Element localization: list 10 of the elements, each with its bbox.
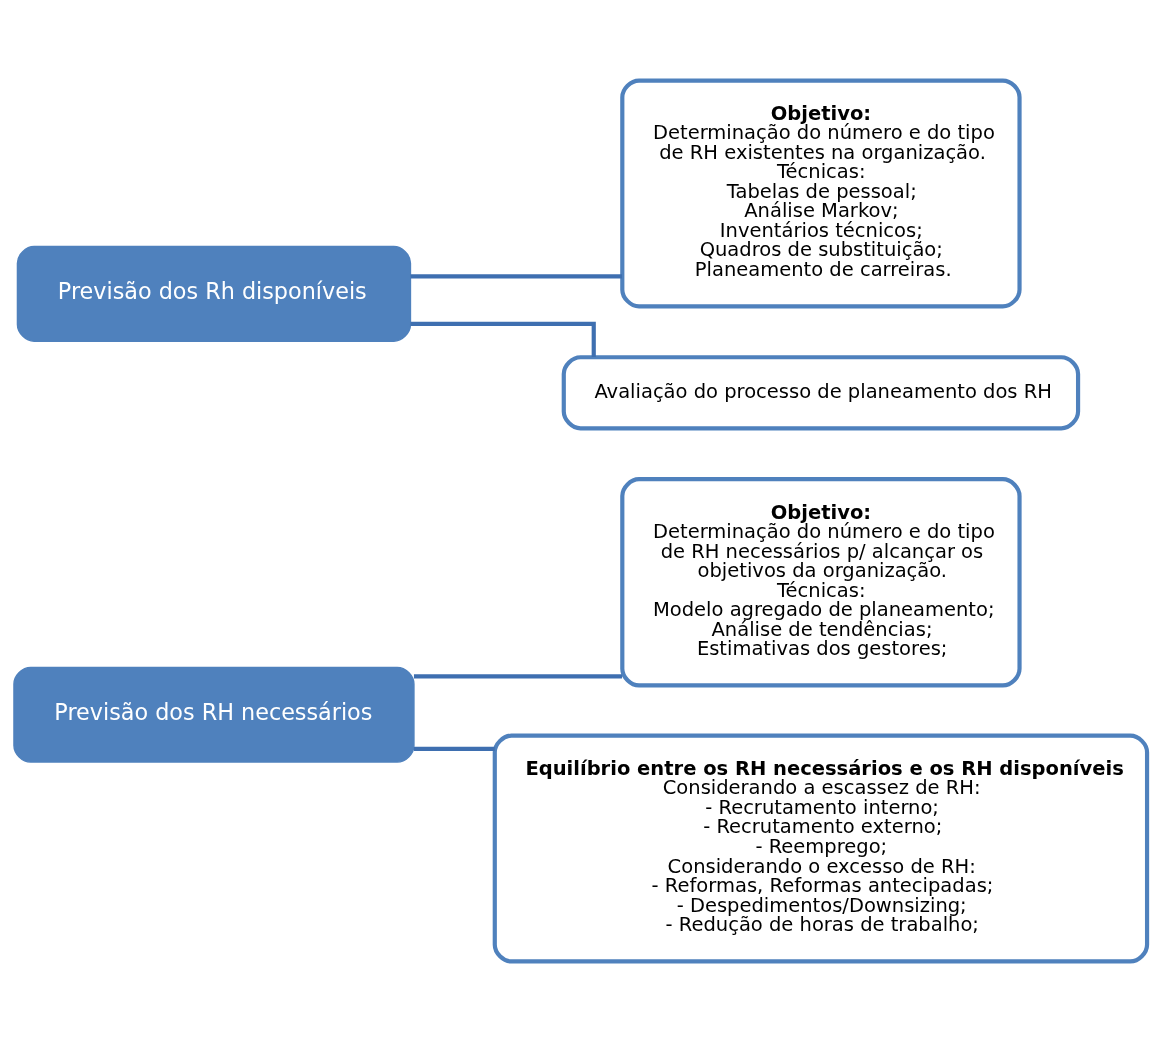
node-box: Objetivo: Determinação do número e do tipo de RH necessários p/ alcançar os objetivos da organização. Técnicas: Modelo agregado de planeamento; Análise de tendências; Estimativas dos gestores; bbox=[620, 476, 1022, 688]
connector bbox=[413, 673, 622, 678]
connector bbox=[413, 746, 495, 751]
node-box: Objetivo: Determinação do número e do tipo de RH existentes na organização. Técnicas: Tabelas de pessoal; Análise Markov; Inventários técnicos; Quadros de substituição; Planeamento de carreiras. bbox=[620, 77, 1022, 308]
node-box: Previsão dos Rh disponíveis bbox=[16, 245, 412, 342]
node-box: Equilíbrio entre os RH necessários e os RH disponíveis Considerando a escassez de RH: - Recrutamento interno; - Recrutamento externo; - Reemprego; Considerando o excesso de RH: - Reformas, Reformas antecipadas; - Despedimentos/Downsizing; - Redução de horas de trabalho; bbox=[492, 733, 1150, 963]
connector bbox=[410, 321, 596, 357]
node-box: Previsão dos RH necessários bbox=[13, 666, 415, 763]
connector bbox=[410, 273, 622, 278]
node-box: Avaliação do processo de planeamento dos RH bbox=[561, 354, 1081, 430]
